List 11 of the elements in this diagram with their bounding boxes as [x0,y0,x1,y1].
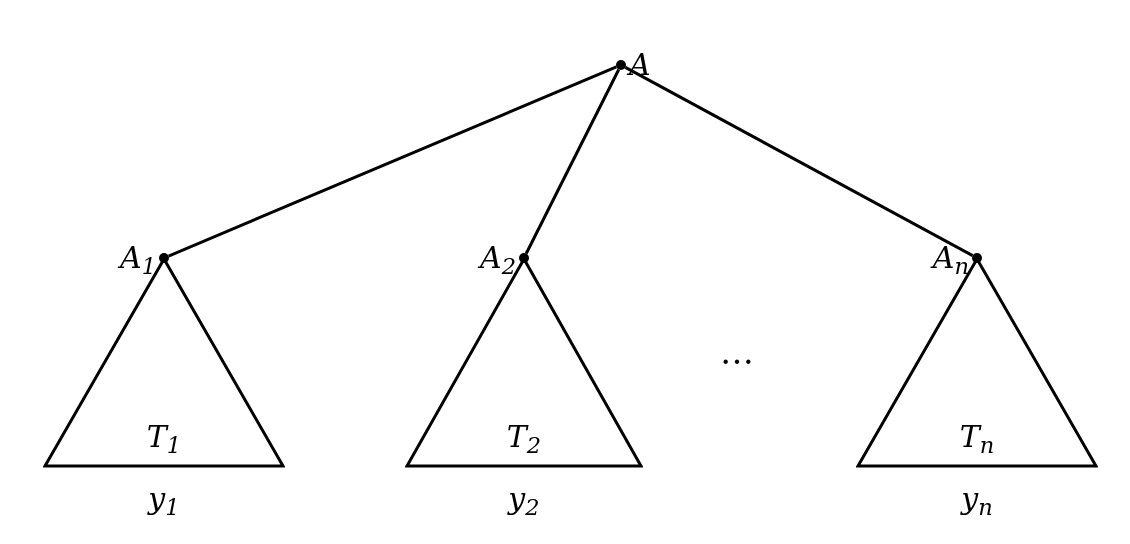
yield-label: y$_{n}$ [961,484,993,514]
tree-edge [524,68,621,255]
subtree-label: T$_{n}$ [959,422,995,452]
tree-edge [168,65,617,258]
yield-label: y$_{2}$ [508,484,540,514]
subtree-label: T$_{2}$ [506,422,542,452]
subtree-label: T$_{1}$ [146,422,182,452]
vertex-label: A$_{n}$ [932,243,969,273]
tree-edge [624,66,974,257]
yield-label: y$_{1}$ [148,484,180,514]
ellipsis-label: … [720,335,754,369]
